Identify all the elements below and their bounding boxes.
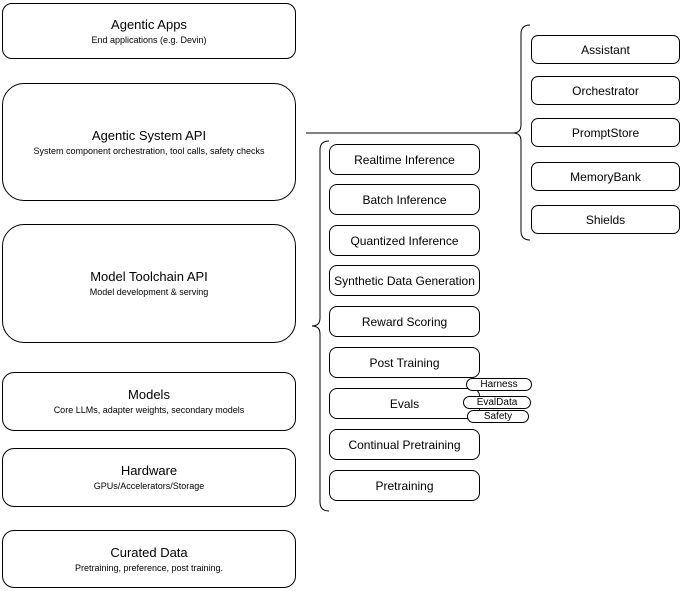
node-label: Pretraining: [375, 478, 434, 493]
node-evals: Evals: [329, 388, 480, 419]
node-models: Models Core LLMs, adapter weights, secon…: [2, 372, 296, 431]
node-label: Assistant: [581, 42, 630, 57]
badge-label: Safety: [483, 410, 513, 422]
node-continual-pretraining: Continual Pretraining: [329, 429, 480, 460]
node-subtitle: System component orchestration, tool cal…: [33, 145, 265, 156]
node-memorybank: MemoryBank: [531, 162, 680, 191]
node-subtitle: GPUs/Accelerators/Storage: [93, 481, 205, 491]
node-realtime-inference: Realtime Inference: [329, 144, 480, 175]
node-label: Batch Inference: [362, 192, 447, 207]
node-label: Realtime Inference: [354, 152, 455, 167]
node-promptstore: PromptStore: [531, 118, 680, 147]
node-subtitle: End applications (e.g. Devin): [91, 34, 207, 45]
node-model-toolchain-api: Model Toolchain API Model development & …: [2, 224, 296, 343]
node-label: Post Training: [369, 355, 440, 370]
badge-label: Harness: [480, 378, 518, 390]
node-subtitle: Pretraining, preference, post training.: [74, 562, 224, 573]
toolchain-brace: [311, 140, 330, 512]
node-label: Evals: [389, 396, 420, 411]
node-title: Curated Data: [110, 544, 188, 560]
node-label: Shields: [585, 212, 626, 227]
node-label: Orchestrator: [572, 83, 639, 98]
node-label: Synthetic Data Generation: [334, 273, 475, 288]
node-shields: Shields: [531, 205, 680, 234]
node-title: Agentic Apps: [111, 16, 187, 32]
node-agentic-system-api: Agentic System API System component orch…: [2, 83, 296, 201]
node-pretraining: Pretraining: [329, 470, 480, 501]
node-orchestrator: Orchestrator: [531, 76, 680, 105]
node-assistant: Assistant: [531, 35, 680, 64]
node-post-training: Post Training: [329, 347, 480, 378]
node-label: MemoryBank: [570, 169, 641, 184]
node-title: Agentic System API: [91, 127, 207, 143]
node-quantized-inference: Quantized Inference: [329, 225, 480, 256]
node-reward-scoring: Reward Scoring: [329, 306, 480, 337]
node-hardware: Hardware GPUs/Accelerators/Storage: [2, 448, 296, 507]
badge-safety: Safety: [467, 410, 529, 423]
node-synthetic-data-generation: Synthetic Data Generation: [329, 265, 480, 296]
node-title: Models: [128, 387, 170, 402]
node-label: Reward Scoring: [361, 314, 448, 329]
node-subtitle: Model development & serving: [89, 287, 209, 297]
node-label: Continual Pretraining: [348, 437, 461, 452]
badge-evaldata: EvalData: [463, 396, 531, 409]
node-label: Quantized Inference: [350, 233, 459, 248]
node-title: Hardware: [120, 463, 178, 478]
node-agentic-apps: Agentic Apps End applications (e.g. Devi…: [2, 3, 296, 59]
node-label: PromptStore: [571, 125, 640, 140]
node-batch-inference: Batch Inference: [329, 184, 480, 215]
node-curated-data: Curated Data Pretraining, preference, po…: [2, 530, 296, 588]
node-subtitle: Core LLMs, adapter weights, secondary mo…: [53, 405, 245, 415]
system-components-brace: [512, 24, 531, 241]
node-title: Model Toolchain API: [90, 269, 208, 284]
badge-harness: Harness: [466, 378, 532, 391]
badge-label: EvalData: [476, 396, 518, 408]
